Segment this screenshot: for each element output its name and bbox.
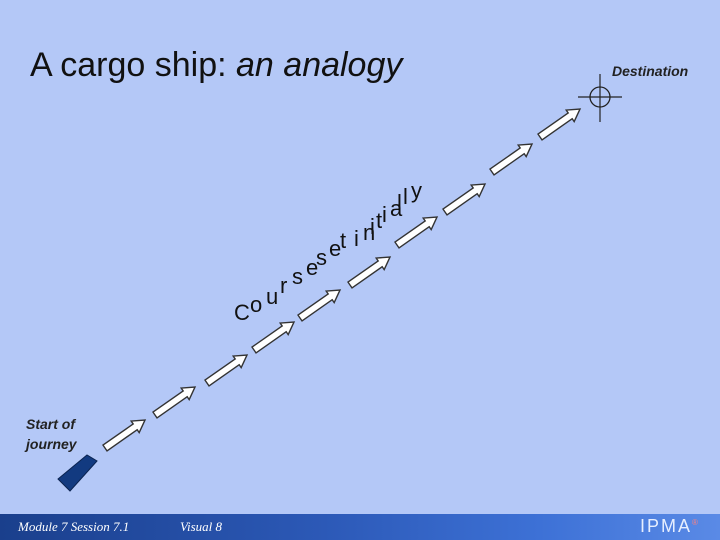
course-label-letter: l <box>403 184 408 209</box>
slide-title: A cargo ship: an analogy <box>30 46 402 85</box>
footer-bar <box>0 514 720 540</box>
course-label-letter: y <box>411 178 422 203</box>
footer-module: Module 7 Session 7.1 <box>18 519 130 534</box>
course-arrow-3 <box>204 354 249 387</box>
course-label-letter: l <box>397 190 402 215</box>
course-arrow-8 <box>442 183 487 216</box>
course-arrow-10 <box>537 108 582 141</box>
course-arrows <box>102 108 582 452</box>
course-label-letter: s <box>316 245 327 270</box>
course-label-letter: e <box>306 255 318 280</box>
course-label-letter: i <box>382 202 387 227</box>
course-arrow-6 <box>347 256 392 289</box>
destination-label: Destination <box>612 63 689 79</box>
logo-text: IPMA <box>640 516 693 536</box>
course-arrow-5 <box>297 289 342 322</box>
ship-icon <box>57 454 98 492</box>
course-arrow-2 <box>152 386 197 419</box>
course-label-letter: a <box>390 196 403 221</box>
title-main: A cargo ship: <box>30 46 237 84</box>
course-label-letter: r <box>280 273 287 298</box>
start-label: Start of journey <box>26 416 77 452</box>
course-label-letter: o <box>250 292 262 317</box>
ipma-logo: IPMA® <box>640 516 698 537</box>
course-label-letter: i <box>370 214 375 239</box>
course-label-letter: t <box>340 228 346 253</box>
course-label-letter: C <box>234 300 250 325</box>
course-label-letter: i <box>354 226 359 251</box>
title-emphasis: an analogy <box>236 46 403 84</box>
course-arrow-1 <box>102 419 147 452</box>
course-label-letter: n <box>363 220 375 245</box>
course-arrow-7 <box>394 216 439 249</box>
footer-visual: Visual 8 <box>180 519 223 534</box>
course-arrow-4 <box>251 321 296 354</box>
course-label-letter: s <box>292 264 303 289</box>
course-arrow-9 <box>489 143 534 176</box>
logo-mark: ® <box>692 518 698 527</box>
course-label-letter: u <box>266 284 278 309</box>
course-label-letter: e <box>329 236 341 261</box>
crosshair-target-icon <box>578 74 622 122</box>
course-label-letter: t <box>376 208 382 233</box>
